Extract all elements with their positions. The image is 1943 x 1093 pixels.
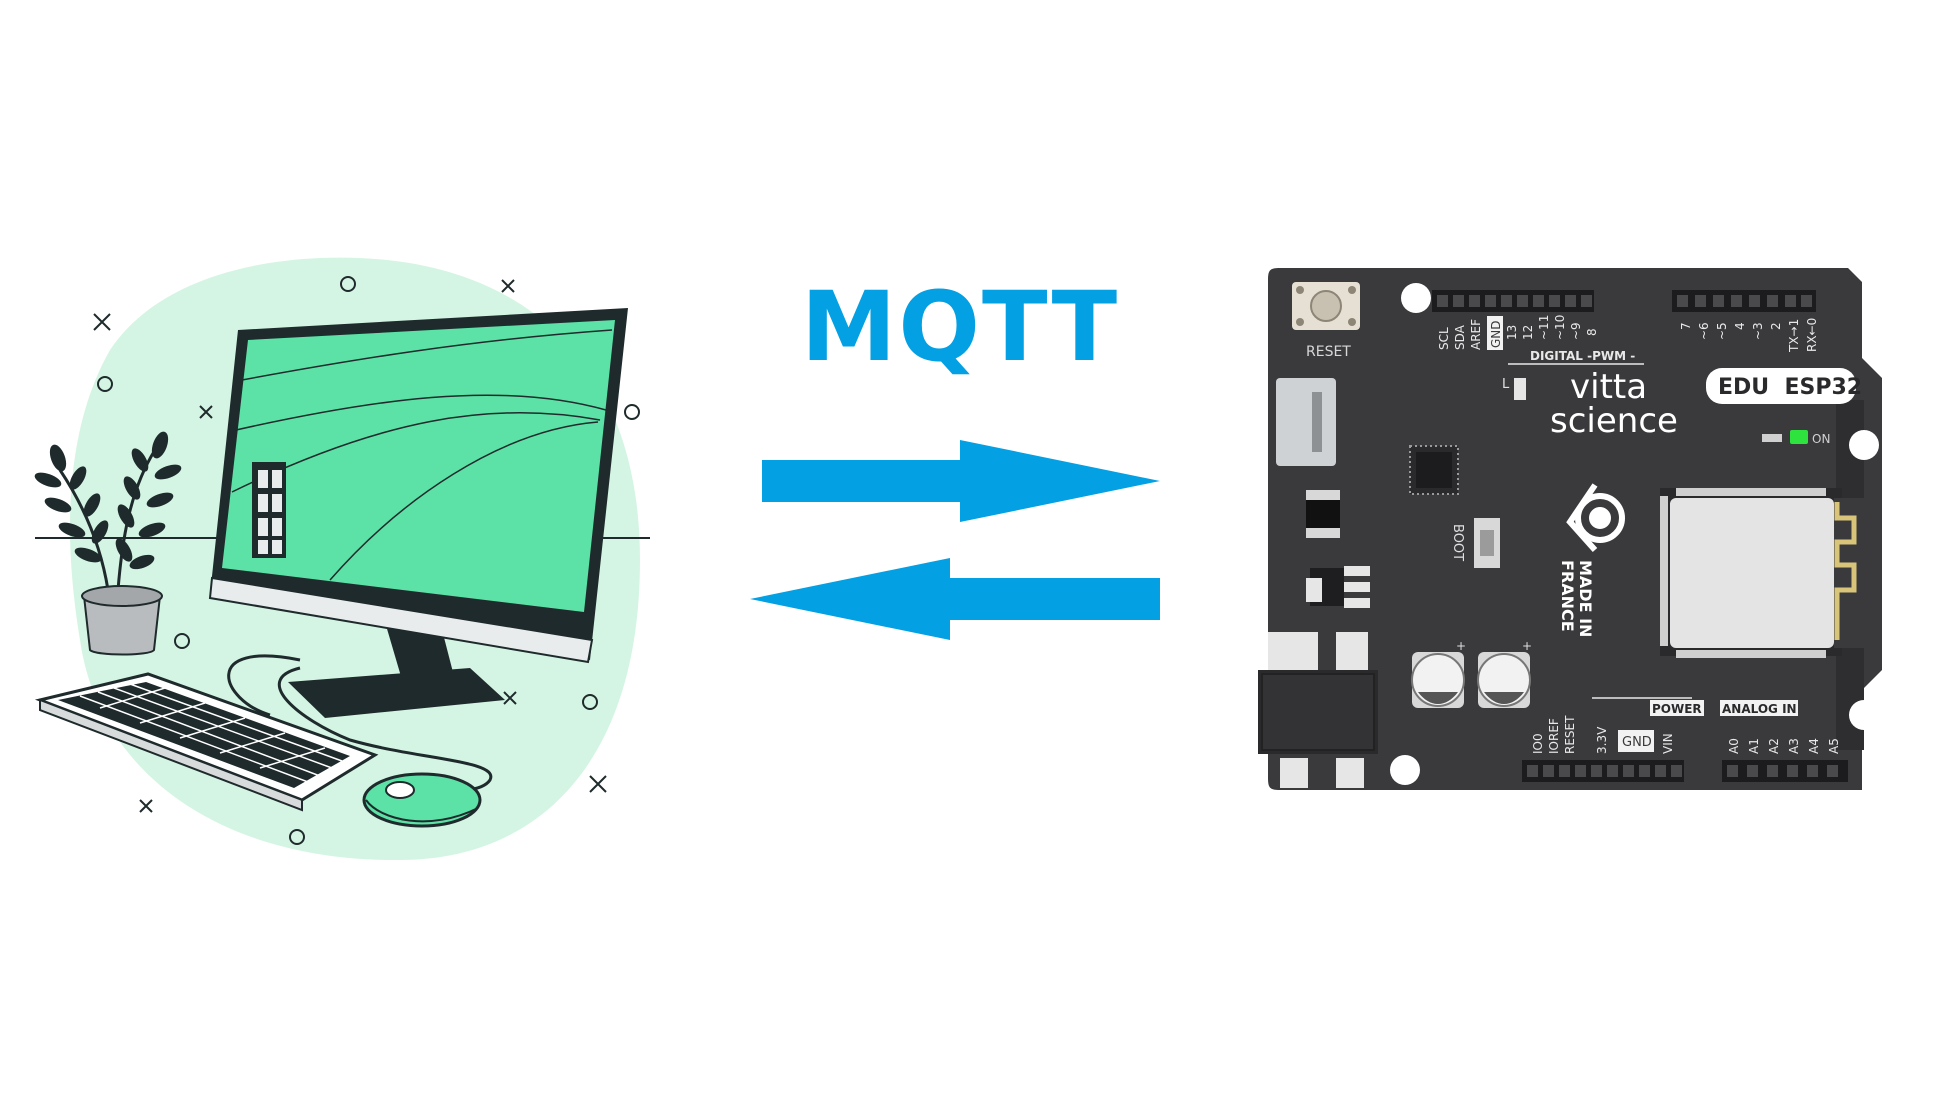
svg-text:+: +: [1522, 639, 1532, 653]
pin-label: A3: [1787, 738, 1801, 754]
pin-label: ~9: [1569, 322, 1583, 340]
pin-label: ~6: [1697, 322, 1711, 340]
decorative-marks: [93, 276, 640, 845]
pin-label: 7: [1679, 322, 1693, 330]
pin-label: 2: [1769, 322, 1783, 330]
computer-illustration: [34, 257, 650, 861]
keyboard-cable: [227, 654, 301, 717]
pin-label: 12: [1521, 325, 1535, 340]
pin-label: 3.3V: [1595, 726, 1609, 754]
window-panel: [252, 462, 286, 558]
usb-serial-chip: [1409, 445, 1459, 495]
pin-label: ~5: [1715, 322, 1729, 340]
boot-label: BOOT: [1450, 524, 1465, 561]
reset-label: RESET: [1306, 344, 1351, 360]
pin-label: ~10: [1553, 315, 1567, 340]
top-pin-labels: SCL SDA AREF GND 13 12 ~11 ~10 ~9 8 7 ~6…: [1437, 315, 1819, 353]
led-l-label: L: [1502, 377, 1510, 392]
power-section-label: POWER: [1652, 702, 1702, 716]
model-badge: EDU ESP32: [1718, 375, 1862, 400]
monitor-icon: [208, 308, 628, 718]
pin-label: ~11: [1537, 315, 1551, 340]
pin-label: 4: [1733, 322, 1747, 330]
pin-label: SCL: [1437, 327, 1451, 350]
mouse-icon: [362, 772, 482, 828]
protocol-label: MQTT: [800, 271, 1120, 383]
pin-label: AREF: [1469, 319, 1483, 350]
pin-label: 8: [1585, 328, 1599, 336]
arrow-to-computer: [750, 558, 1160, 640]
digital-section-label: DIGITAL -PWM -: [1530, 349, 1635, 363]
pin-label: GND: [1489, 320, 1503, 348]
pin-label: VIN: [1661, 733, 1675, 754]
dc-power-jack: [1258, 632, 1378, 788]
pin-label: IO0: [1531, 733, 1545, 754]
france-label: FRANCE: [1558, 560, 1577, 632]
pin-label: A0: [1727, 738, 1741, 754]
esp32-module: [1660, 488, 1864, 658]
power-led: [1790, 430, 1808, 444]
pin-label: RX←0: [1805, 318, 1819, 352]
brand-bottom: science: [1550, 401, 1678, 441]
eye-logo-icon: [1566, 483, 1625, 552]
pin-label: IOREF: [1547, 718, 1561, 754]
model-badge-bg: [1706, 368, 1856, 404]
capacitors: + +: [1411, 639, 1532, 708]
bottom-header-power: [1522, 760, 1684, 782]
led-l: [1514, 378, 1526, 400]
bottom-pin-labels: IO0 IOREF RESET 3.3V GND VIN A0 A1 A2 A3…: [1531, 715, 1841, 754]
bottom-header-analog: [1722, 760, 1848, 782]
potted-plant-icon: [34, 431, 182, 656]
esp32-board: RESET +: [1258, 268, 1882, 790]
bidirectional-arrows: [750, 440, 1160, 640]
brand-top: vitta: [1570, 367, 1647, 407]
arrow-to-board: [762, 440, 1160, 522]
top-header-left: [1432, 290, 1594, 312]
pin-label: ~3: [1751, 322, 1765, 340]
pin-label: SDA: [1453, 324, 1467, 350]
top-header-right: [1672, 290, 1816, 312]
pin-label: TX→1: [1787, 319, 1801, 353]
antenna-trace: [1834, 502, 1857, 640]
pin-label: 13: [1505, 325, 1519, 340]
pin-label: A4: [1807, 738, 1821, 754]
keyboard-icon: [34, 672, 379, 812]
analog-section-label: ANALOG IN: [1722, 702, 1797, 716]
pin-label: A5: [1827, 738, 1841, 754]
svg-text:+: +: [1456, 639, 1466, 653]
on-label: ON: [1812, 432, 1830, 446]
pin-label: A1: [1747, 738, 1761, 754]
reset-button: [1292, 282, 1360, 330]
pin-label: GND: [1622, 735, 1652, 750]
made-in-label: MADE IN: [1576, 560, 1595, 637]
pin-label: A2: [1767, 738, 1781, 754]
transistor: [1306, 566, 1370, 608]
mounting-holes: [1390, 283, 1879, 785]
pin-label: RESET: [1563, 715, 1577, 754]
usb-port: [1276, 378, 1336, 466]
boot-button: [1474, 518, 1500, 568]
